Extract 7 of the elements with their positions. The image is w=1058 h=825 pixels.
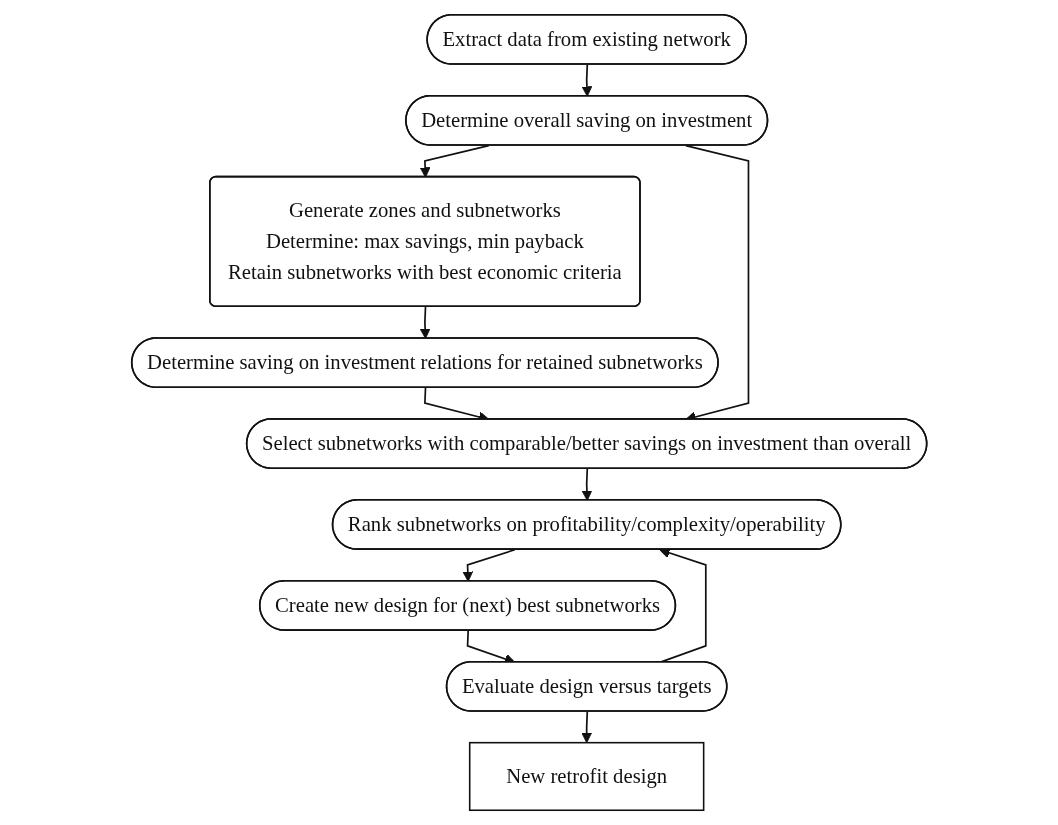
flowchart-drawing: Extract data from existing network Determine overall saving on investment Generate zones and subnetworks Determine: max savings, min payback Retain subnetworks with best economic criteria Determine saving on investment relations for retained subnetworks Select subnetworks with comparable/better savings on investment than overall Rank subnetworks on profitability/complexity/operability Create new design for (next) best subnetworks Evaluate design versus targets New retrofit design — [121, 5, 937, 820]
arrow — [419, 144, 490, 178]
node-box — [468, 741, 705, 812]
arrow — [581, 710, 592, 744]
arrow — [581, 63, 593, 97]
arrow — [462, 548, 516, 582]
arrow — [581, 467, 593, 501]
